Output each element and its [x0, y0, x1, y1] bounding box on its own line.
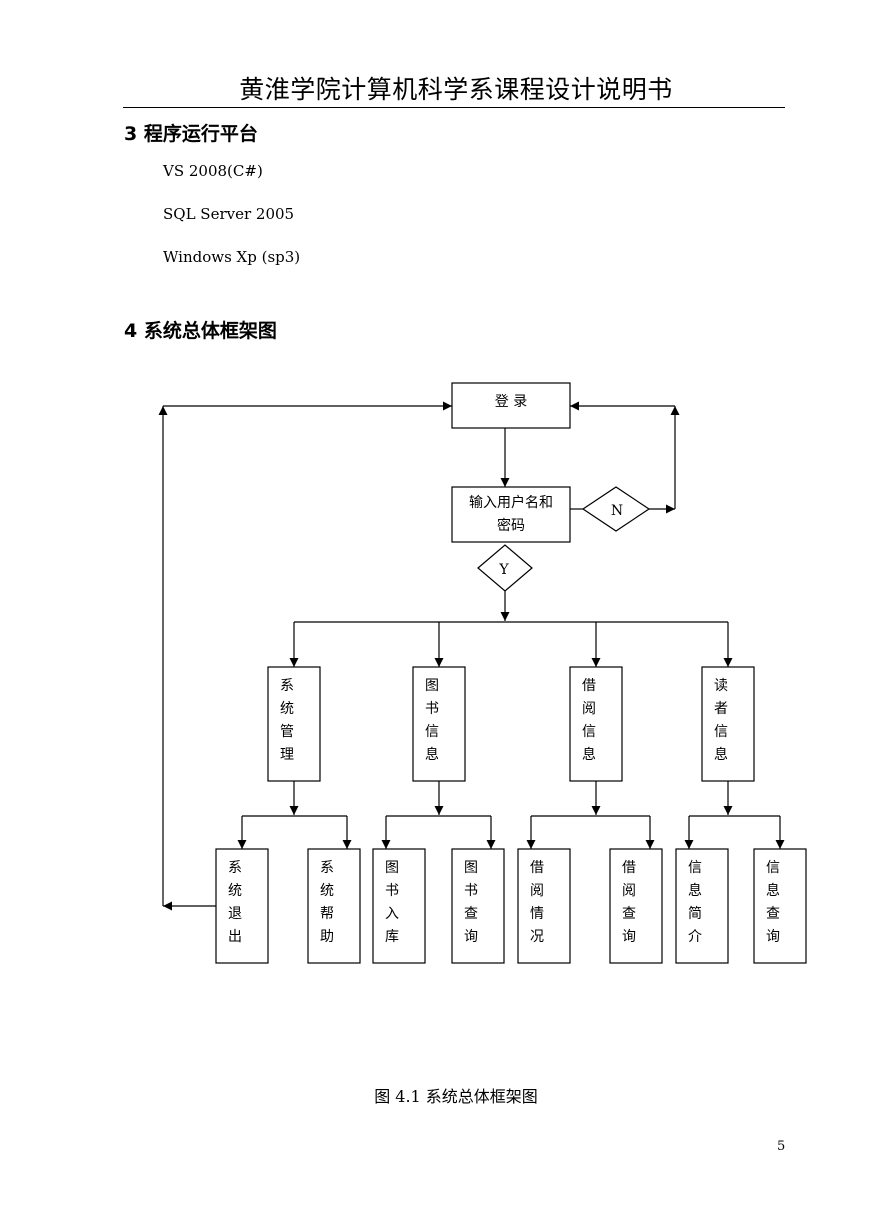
submodule-char: 况	[530, 929, 544, 945]
submodule-char: 借	[530, 860, 544, 876]
submodule-char: 查	[622, 906, 636, 922]
submodule-char: 图	[385, 860, 399, 876]
submodule-char: 情	[530, 906, 544, 922]
submodule-box-system-exit	[215, 848, 269, 964]
submodule-char: 统	[228, 883, 242, 899]
section-4-heading: 4 系统总体框架图	[124, 320, 277, 342]
module-box-reader-info	[701, 666, 755, 782]
module-char: 借	[582, 678, 596, 694]
submodule-char: 阅	[622, 883, 636, 899]
submodule-box-book-entry	[372, 848, 426, 964]
submodule-char: 图	[464, 860, 478, 876]
module-char: 书	[425, 701, 439, 717]
module-char: 息	[582, 746, 596, 763]
submodule-char: 查	[464, 906, 478, 922]
login-box	[451, 382, 571, 429]
input-label-line1: 输入用户名和	[469, 494, 553, 511]
platform-item: SQL Server 2005	[163, 205, 295, 223]
submodule-char: 书	[385, 883, 399, 899]
submodule-char: 系	[228, 860, 242, 876]
module-char: 信	[425, 724, 439, 740]
figure-caption: 图 4.1 系统总体框架图	[374, 1087, 538, 1106]
module-char: 息	[425, 746, 439, 763]
submodule-char: 询	[622, 929, 636, 945]
module-char: 图	[425, 678, 439, 694]
submodule-char: 息	[766, 882, 780, 899]
no-label: N	[611, 503, 623, 519]
submodule-char: 息	[688, 882, 702, 899]
module-box-book-info	[412, 666, 466, 782]
module-char: 阅	[582, 701, 596, 717]
module-char: 管	[280, 724, 294, 740]
submodule-char: 阅	[530, 883, 544, 899]
platform-item: VS 2008(C#)	[163, 162, 263, 180]
module-box-borrow-info	[569, 666, 623, 782]
module-char: 读	[714, 677, 728, 694]
submodule-char: 询	[766, 929, 780, 945]
module-char: 系	[280, 678, 294, 694]
module-char: 者	[714, 701, 728, 717]
submodule-char: 助	[320, 929, 334, 945]
page-number: 5	[777, 1139, 786, 1154]
submodule-char: 入	[385, 906, 399, 922]
submodule-char: 简	[688, 905, 702, 922]
yes-decision-diamond	[477, 544, 533, 592]
credential-input-box	[451, 486, 571, 543]
submodule-char: 帮	[320, 906, 334, 922]
submodule-char: 出	[228, 929, 242, 945]
submodule-char: 系	[320, 860, 334, 876]
module-char: 信	[582, 724, 596, 740]
submodule-char: 查	[766, 906, 780, 922]
submodule-box-borrow-query	[609, 848, 663, 964]
submodule-char: 库	[385, 929, 399, 945]
submodule-char: 信	[688, 860, 702, 876]
submodule-char: 退	[228, 906, 242, 922]
header-rule	[123, 107, 785, 108]
module-char: 统	[280, 701, 294, 717]
module-box-system-management	[267, 666, 321, 782]
submodule-box-info-query	[753, 848, 807, 964]
submodule-box-borrow-status	[517, 848, 571, 964]
submodule-char: 书	[464, 883, 478, 899]
module-char: 息	[714, 746, 728, 763]
submodule-box-system-help	[307, 848, 361, 964]
submodule-char: 统	[320, 883, 334, 899]
platform-item: Windows Xp (sp3)	[163, 248, 301, 266]
submodule-char: 借	[622, 860, 636, 876]
submodule-char: 信	[766, 860, 780, 876]
login-label: 登 录	[495, 394, 527, 410]
submodule-char: 介	[688, 929, 702, 945]
submodule-char: 询	[464, 929, 478, 945]
section-3-heading: 3 程序运行平台	[124, 123, 258, 145]
document-header-title: 黄淮学院计算机科学系课程设计说明书	[239, 75, 673, 104]
module-char: 信	[714, 724, 728, 740]
input-label-line2: 密码	[497, 517, 525, 534]
submodule-box-book-query	[451, 848, 505, 964]
yes-label: Y	[498, 562, 509, 578]
module-char: 理	[280, 747, 294, 763]
submodule-box-info-intro	[675, 848, 729, 964]
